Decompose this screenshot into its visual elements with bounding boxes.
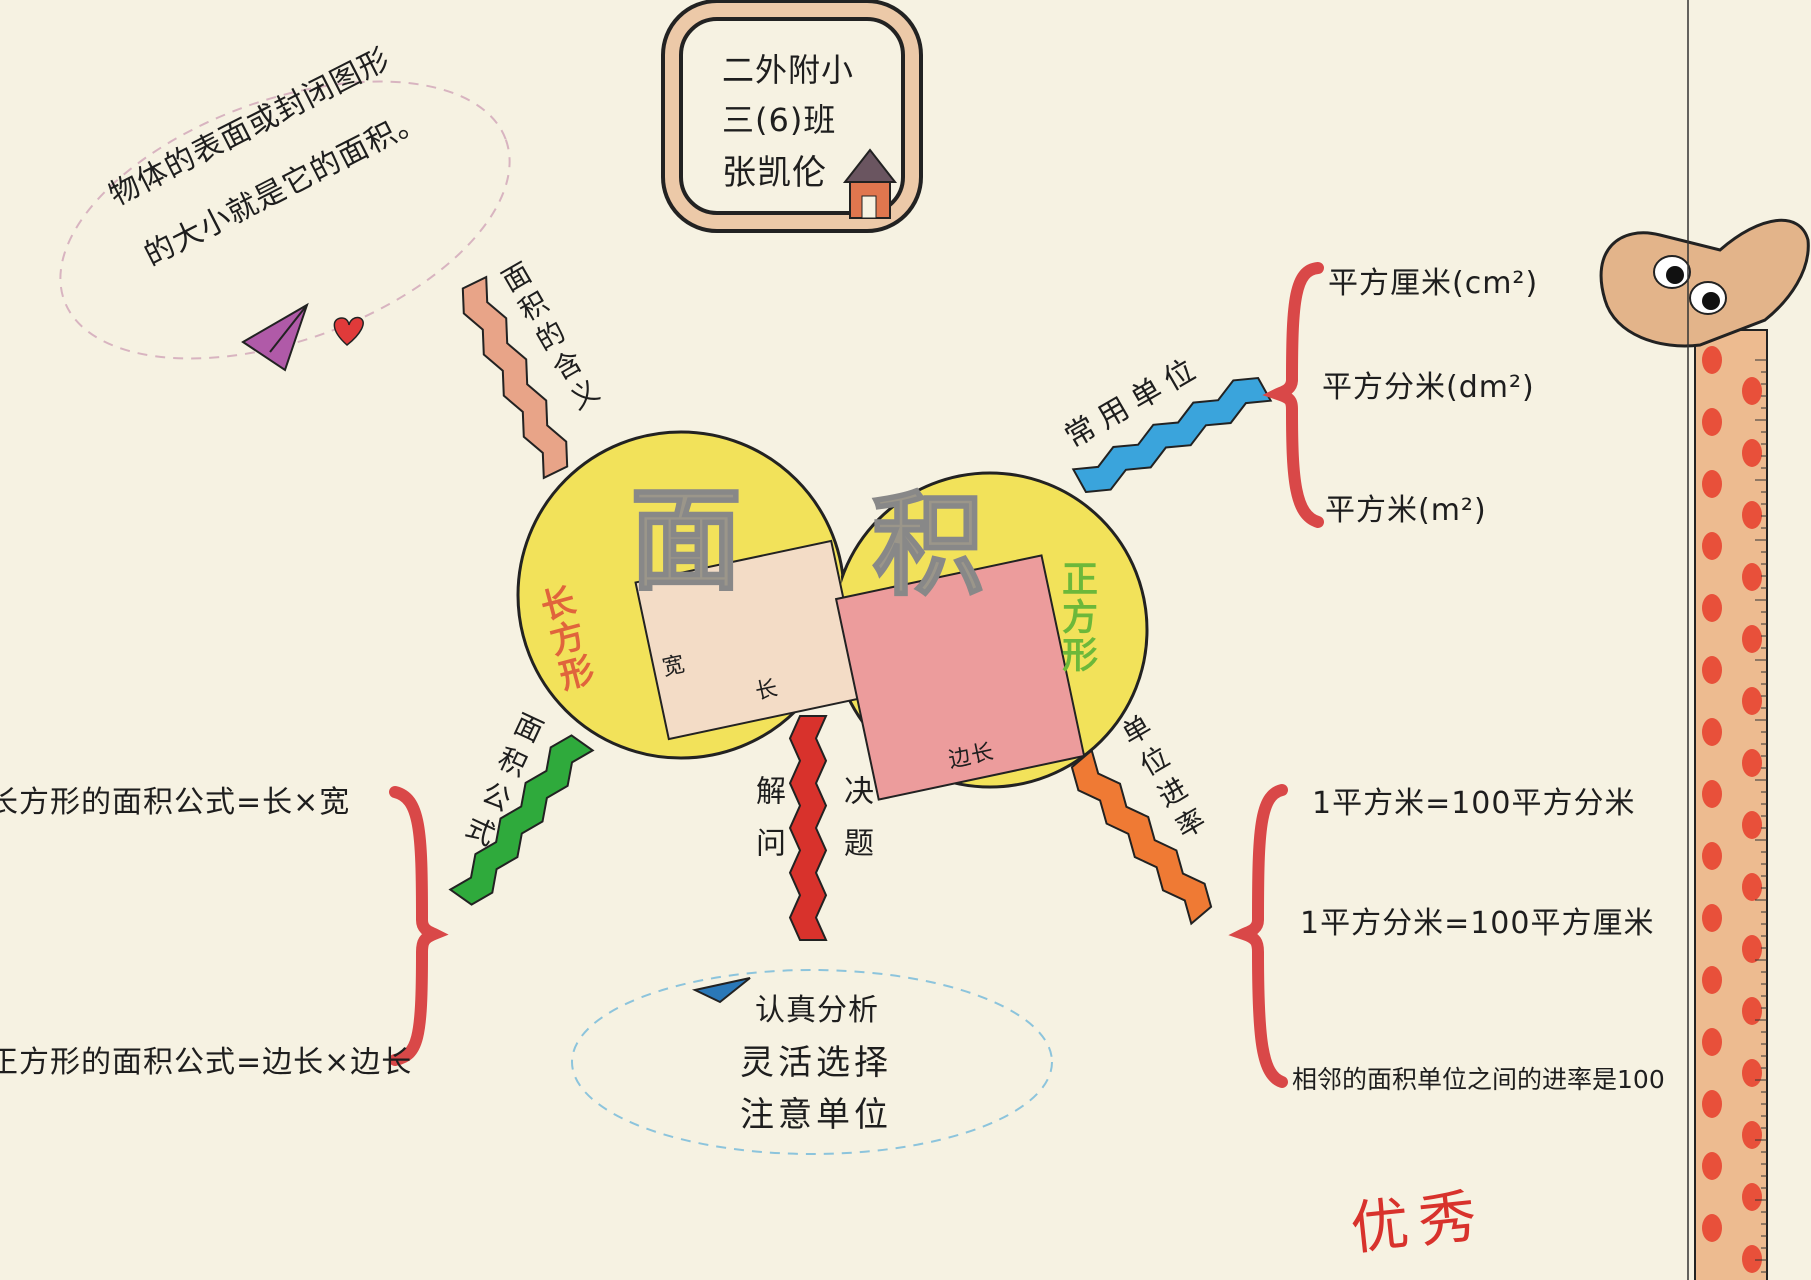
- center-title-char-1: 面: [629, 475, 743, 607]
- branch-solve-left-label: 解问: [750, 775, 785, 879]
- square-shape: [834, 554, 1086, 801]
- class-name: 三(6)班: [722, 101, 837, 139]
- giraffe-spot: [1702, 1090, 1722, 1118]
- unit-m2: 平方米(m²): [1325, 493, 1487, 528]
- square-label: 正方形: [1056, 560, 1097, 674]
- units-brace: [1262, 262, 1324, 528]
- giraffe-ruler-illustration: [1599, 218, 1810, 1280]
- giraffe-spot: [1702, 470, 1722, 498]
- giraffe-spot: [1742, 1183, 1762, 1211]
- tip-3: 注意单位: [740, 1095, 892, 1135]
- giraffe-spot: [1702, 532, 1722, 560]
- tips-cloud: [571, 969, 1053, 1155]
- giraffe-spot: [1702, 966, 1722, 994]
- name-box-track: [665, 3, 919, 229]
- giraffe-spot: [1742, 501, 1762, 529]
- giraffe-spot: [1702, 1214, 1722, 1242]
- conversion-1: 1平方米=100平方分米: [1312, 786, 1636, 821]
- tip-1: 认真分析: [755, 993, 879, 1028]
- branch-units: [1071, 376, 1273, 494]
- giraffe-spot: [1702, 656, 1722, 684]
- giraffe-spot: [1742, 625, 1762, 653]
- giraffe-spot: [1742, 1245, 1762, 1273]
- branch-solve-right-label: 决题: [838, 775, 873, 879]
- giraffe-spot: [1702, 594, 1722, 622]
- giraffe-spot: [1742, 935, 1762, 963]
- paper-plane-icon: [241, 302, 309, 372]
- center-title-char-2: 积: [871, 480, 985, 612]
- giraffe-spot: [1742, 749, 1762, 777]
- unit-cm2: 平方厘米(cm²): [1328, 266, 1539, 301]
- giraffe-spot: [1702, 408, 1722, 436]
- square-formula: 正方形的面积公式=边长×边长: [0, 1045, 413, 1080]
- giraffe-spot: [1742, 1059, 1762, 1087]
- giraffe-spot: [1742, 811, 1762, 839]
- giraffe-spot: [1702, 842, 1722, 870]
- giraffe-spot: [1702, 780, 1722, 808]
- giraffe-spot: [1702, 346, 1722, 374]
- conversion-brace: [1228, 784, 1288, 1088]
- giraffe-spot: [1702, 1152, 1722, 1180]
- giraffe-spot: [1742, 563, 1762, 591]
- unit-dm2: 平方分米(dm²): [1322, 370, 1535, 405]
- student-name: 张凯伦: [722, 153, 827, 193]
- giraffe-spot: [1742, 687, 1762, 715]
- giraffe-spot: [1702, 904, 1722, 932]
- giraffe-spot: [1742, 439, 1762, 467]
- branch-solve: [788, 715, 828, 941]
- giraffe-spot: [1742, 873, 1762, 901]
- house-icon: [842, 148, 898, 219]
- grade-mark: 优秀: [1347, 1181, 1490, 1263]
- blue-paper-plane-icon: [691, 977, 751, 1004]
- branch-conversion: [1070, 748, 1213, 926]
- giraffe-spot: [1742, 997, 1762, 1025]
- heart-icon: [333, 316, 364, 346]
- giraffe-spot: [1702, 1028, 1722, 1056]
- giraffe-spot: [1742, 377, 1762, 405]
- giraffe-spot: [1742, 1121, 1762, 1149]
- branch-formula: [448, 734, 595, 906]
- rectangle-formula: 长方形的面积公式=长×宽: [0, 785, 351, 820]
- conversion-rule: 相邻的面积单位之间的进率是100: [1292, 1065, 1665, 1094]
- giraffe-spot: [1702, 718, 1722, 746]
- branch-meaning: [461, 275, 569, 480]
- conversion-2: 1平方分米=100平方厘米: [1300, 906, 1655, 941]
- formula-brace: [389, 786, 449, 1066]
- school-name: 二外附小: [722, 51, 855, 89]
- tip-2: 灵活选择: [740, 1043, 892, 1083]
